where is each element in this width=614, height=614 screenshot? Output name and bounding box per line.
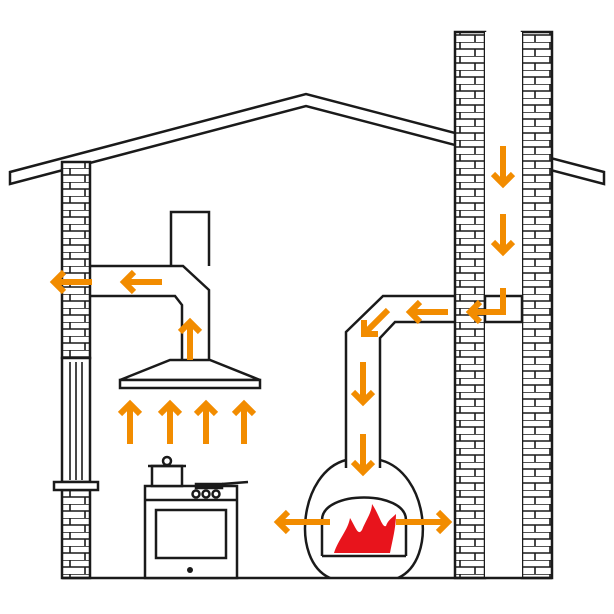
hood-exhaust-arrow-icon xyxy=(157,399,183,444)
downdraft-arrow-icon xyxy=(465,288,506,325)
left-brick-wall xyxy=(52,160,100,580)
fireplace xyxy=(303,458,425,580)
flame-icon xyxy=(334,504,396,553)
hood-exhaust-arrow-icon xyxy=(231,399,257,444)
hood-exhaust-arrow-icon xyxy=(119,269,162,295)
downdraft-arrow-icon xyxy=(490,214,516,257)
airflow-arrows xyxy=(49,146,516,535)
downdraft-arrow-icon xyxy=(490,146,516,189)
roof xyxy=(8,92,606,186)
hood-exhaust-arrow-icon xyxy=(177,317,203,360)
range-hood xyxy=(118,358,262,390)
downdraft-arrow-icon xyxy=(405,299,448,325)
fireplace-duct xyxy=(344,294,455,468)
downdraft-arrow-icon xyxy=(361,307,391,337)
downdraft-arrow-icon xyxy=(350,434,376,477)
hood-exhaust-arrow-icon xyxy=(193,399,219,444)
stove-icon xyxy=(143,455,249,580)
fireplace-outflow-arrow-icon xyxy=(396,509,453,535)
downdraft-arrow-icon xyxy=(350,362,376,407)
hood-exhaust-arrow-icon xyxy=(117,399,143,444)
fireplace-outflow-arrow-icon xyxy=(273,509,330,535)
hood-exhaust-arrow-icon xyxy=(49,269,92,295)
